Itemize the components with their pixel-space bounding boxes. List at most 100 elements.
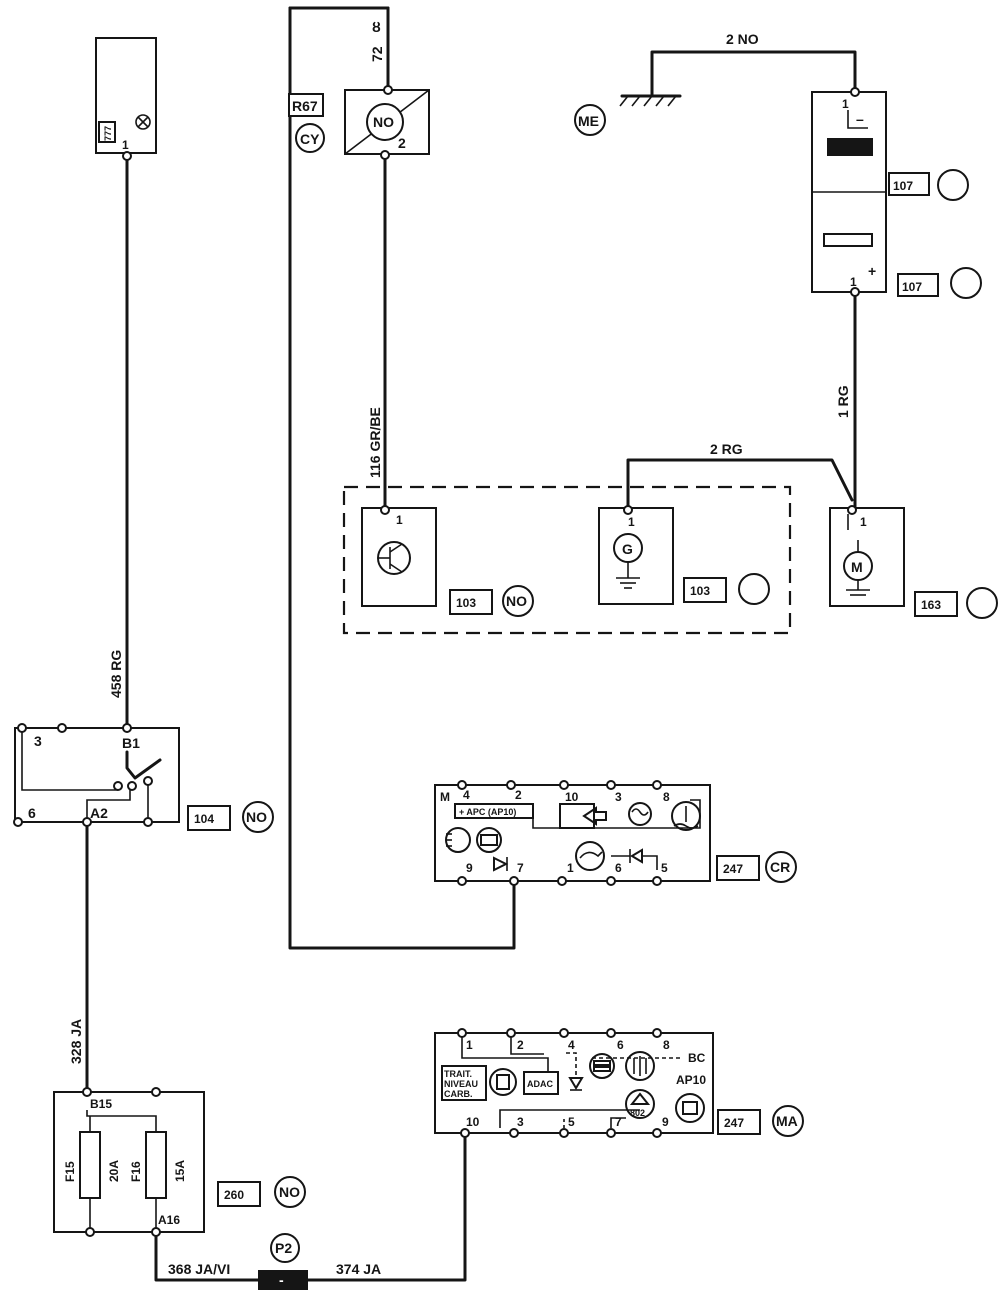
battery-107: 1 – + 1 107 107 — [811, 87, 982, 299]
pin-sw-a2: A2 — [90, 805, 108, 821]
switch-contact-icon — [125, 750, 162, 780]
gauge-802-icon — [625, 1089, 655, 1119]
circle-no-260: NO — [279, 1184, 300, 1200]
battery-minus: – — [856, 111, 864, 127]
gen-symbol: G — [622, 541, 633, 557]
motor-symbol: M — [851, 559, 863, 575]
wire-label-72: 72 — [369, 46, 385, 62]
label-adac: ADAC — [527, 1079, 553, 1089]
circle-no-103: NO — [506, 593, 527, 609]
fuel-level-icon — [489, 1068, 517, 1096]
temperature-icon — [671, 801, 701, 831]
pin-cr-7: 7 — [517, 861, 524, 875]
ref-103b: 103 — [690, 584, 710, 598]
wire-label-368: 368 JA/VI — [168, 1261, 230, 1277]
circle-empty — [966, 587, 998, 619]
label-carb: CARB. — [444, 1089, 473, 1099]
circle-cr: CR — [770, 859, 790, 875]
pin-777-1: 1 — [122, 138, 129, 152]
pin-gen-1: 1 — [628, 515, 635, 529]
pin-cr-9: 9 — [466, 861, 473, 875]
ref-163: 163 — [921, 598, 941, 612]
ref-104: 104 — [194, 812, 214, 826]
sensor-103: 1 103 NO — [361, 505, 534, 617]
sensor-icon: ȣ — [372, 19, 381, 35]
ref-247-ma: 247 — [724, 1116, 744, 1130]
component-777: 777 1 — [95, 37, 157, 161]
circle-cy: CY — [300, 131, 320, 147]
oil-pressure-icon — [575, 841, 605, 871]
ref-r67: R67 — [292, 98, 318, 114]
label-f16: F16 — [129, 1161, 143, 1182]
label-ap10: AP10 — [676, 1073, 706, 1087]
pin-cr-2: 2 — [515, 788, 522, 802]
wire-frame-left — [288, 6, 516, 950]
bulb-icon — [628, 802, 652, 826]
pin-cr-m: M — [440, 790, 450, 804]
label-bc: BC — [688, 1051, 706, 1065]
wire-label-458-rg: 458 RG — [108, 650, 124, 698]
cluster-247-cr: M 4 2 10 3 8 + APC (AP10) 9 7 1 6 5 — [434, 780, 797, 886]
ref-777: 777 — [103, 126, 113, 141]
arrow-icon — [582, 806, 607, 826]
label-f15-20a: 20A — [107, 1160, 121, 1182]
label-f16-15a: 15A — [173, 1160, 187, 1182]
wire-label-2-rg: 2 RG — [710, 441, 743, 457]
pin-103a-1: 1 — [396, 513, 403, 527]
pin-r67-2: 2 — [398, 135, 406, 151]
oil-level-icon — [589, 1053, 615, 1079]
wire-2-rg — [626, 458, 854, 512]
label-trait: TRAIT. — [444, 1069, 472, 1079]
label-apc: + APC (AP10) — [459, 807, 516, 817]
label-f15: F15 — [63, 1161, 77, 1182]
pin-starter-1: 1 — [860, 515, 867, 529]
label-802: 802 — [630, 1108, 645, 1118]
ref-247-cr: 247 — [723, 862, 743, 876]
r67-symbol: NO — [373, 114, 394, 130]
circle-empty — [937, 169, 969, 201]
wire-2-no — [650, 50, 857, 97]
pin-ma-1: 1 — [466, 1038, 473, 1052]
pin-ma-8: 8 — [663, 1038, 670, 1052]
pin-cr-8: 8 — [663, 790, 670, 804]
circle-no-104: NO — [246, 809, 267, 825]
wire-label-374: 374 JA — [336, 1261, 381, 1277]
wire-label-328-ja: 328 JA — [68, 1019, 84, 1064]
wire-label-1-rg: 1 RG — [835, 385, 851, 418]
pin-fuse-b15: B15 — [90, 1097, 112, 1111]
pin-cr-6: 6 — [615, 861, 622, 875]
wire-label-2-no: 2 NO — [726, 31, 759, 47]
lamp-icon — [135, 114, 151, 130]
fuse-box-260: B15 F15 20A F16 15A A16 260 NO — [53, 1087, 306, 1237]
wire-label-116: 116 GR/BE — [367, 407, 383, 478]
pin-battery-bottom: 1 — [850, 275, 857, 289]
circle-ma: MA — [776, 1113, 798, 1129]
brake-icon — [675, 1093, 705, 1123]
pin-fuse-a16: A16 — [158, 1213, 180, 1227]
pin-cr-1: 1 — [567, 861, 574, 875]
battery-plus: + — [868, 263, 876, 279]
ref-107-top: 107 — [893, 179, 913, 193]
pin-sw-b1: B1 — [122, 735, 140, 751]
battery-positive-plate — [823, 233, 873, 247]
switch-104: 3 B1 6 A2 104 NO — [13, 723, 274, 833]
pin-ma-6: 6 — [617, 1038, 624, 1052]
pin-ma-4: 4 — [568, 1038, 575, 1052]
pin-sw-6: 6 — [28, 805, 36, 821]
connector-block — [258, 1270, 308, 1290]
generator-103: 1 G 103 — [598, 505, 770, 605]
pin-ma-9: 9 — [662, 1115, 669, 1129]
component-r67: R67 CY NO 2 — [288, 85, 430, 160]
diode-icon — [568, 1077, 584, 1090]
battery-negative-plate — [827, 138, 873, 156]
pin-sw-3: 3 — [34, 733, 42, 749]
wire-368-374 — [154, 1133, 467, 1282]
ref-103a: 103 — [456, 596, 476, 610]
starter-163: 1 M 163 — [829, 505, 998, 619]
light-bulb-icon — [625, 1051, 655, 1081]
battery-warning-icon — [476, 827, 502, 853]
circle-empty — [950, 267, 982, 299]
pin-cr-10: 10 — [565, 790, 579, 804]
pin-ma-5: 5 — [568, 1115, 575, 1129]
cluster-247-ma: 1 2 4 6 8 BC AP10 TRAIT. NIVEAU CARB. AD… — [434, 1028, 804, 1138]
